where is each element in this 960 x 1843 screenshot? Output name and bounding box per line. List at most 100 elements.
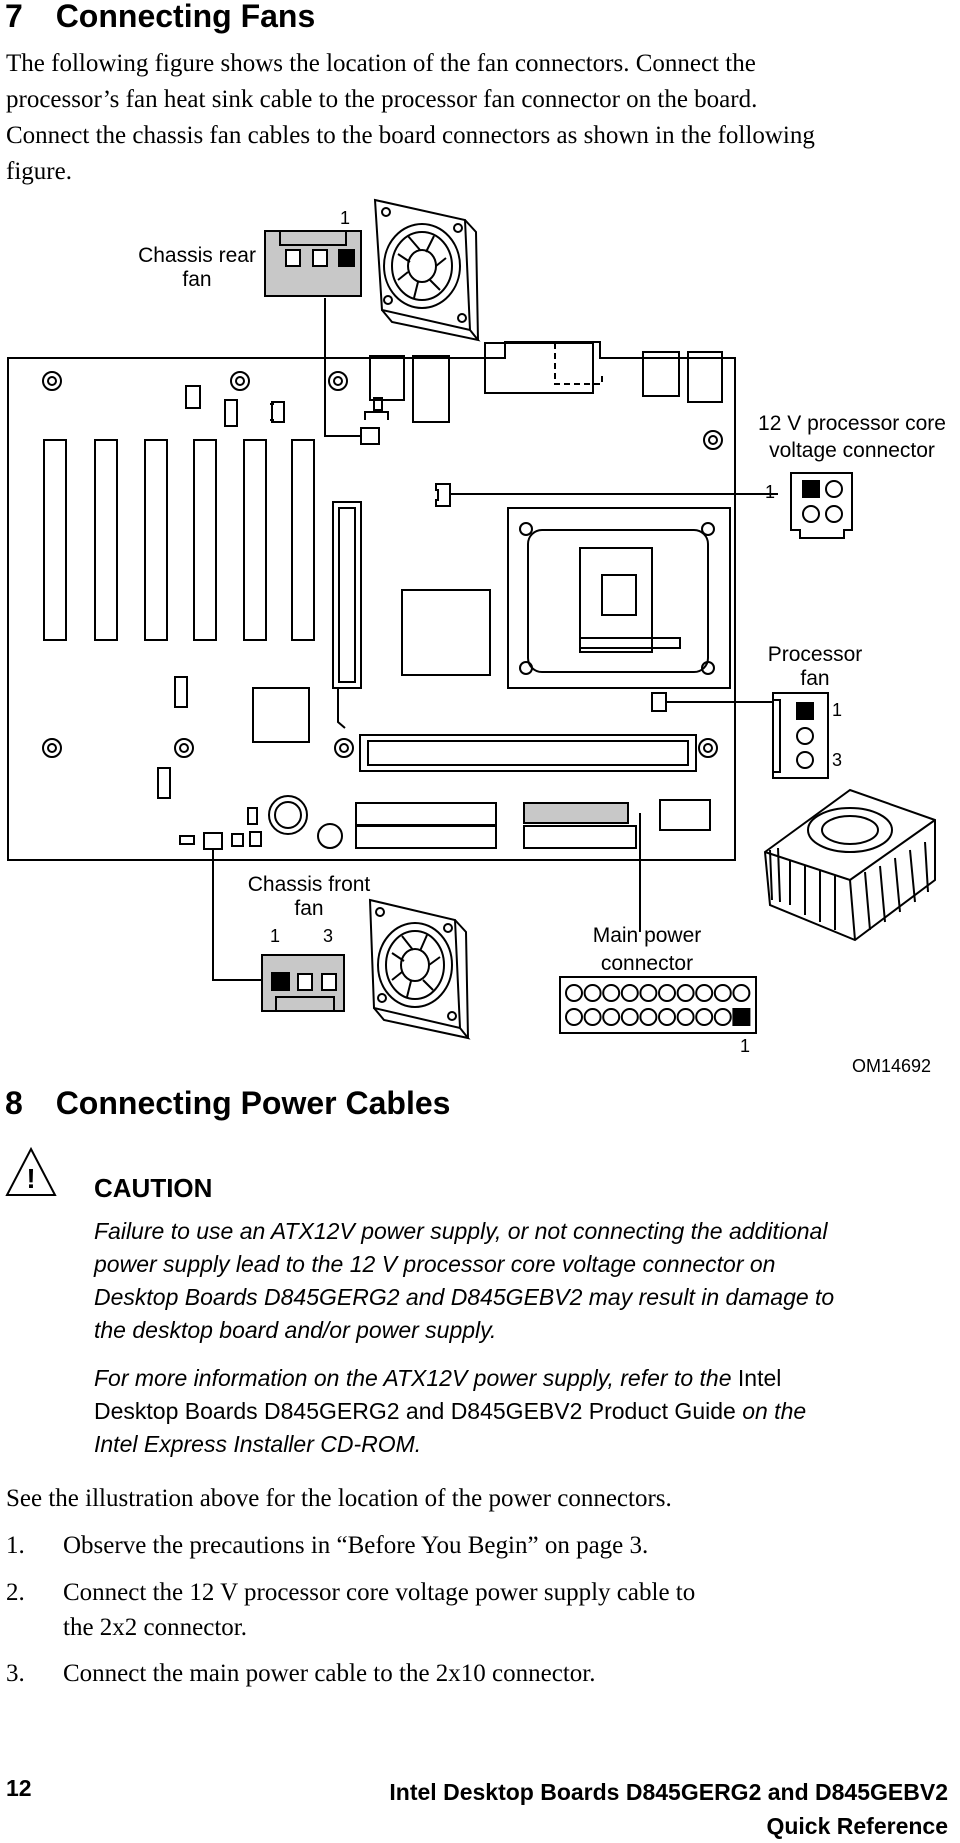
ide-connector: [355, 802, 497, 826]
step-item: 3. Connect the main power cable to the 2…: [0, 1656, 960, 1692]
power-pin: [732, 1008, 751, 1026]
northbridge: [401, 589, 491, 676]
caution-text: For more information on the ATX12V power…: [94, 1365, 738, 1391]
mounting-holes: [42, 371, 723, 758]
caution-line: the desktop board and/or power supply.: [94, 1317, 497, 1343]
step-text: Observe the precautions in “Before You B…: [63, 1532, 649, 1559]
footer-page-number: 12: [6, 1775, 32, 1801]
cpu-fan-label: Processor: [768, 643, 863, 666]
power-pin: [695, 1008, 714, 1026]
caution-text: on the: [735, 1398, 807, 1424]
front-fan-connector: [261, 954, 345, 1012]
step-number: 2.: [6, 1579, 25, 1606]
warning-icon: !: [5, 1146, 57, 1196]
caution-text-upright: Desktop Boards D845GERG2 and D845GEBV2 P…: [94, 1398, 736, 1424]
battery: [268, 795, 308, 835]
power-pin: [732, 984, 751, 1002]
power-pin: [583, 984, 602, 1002]
power-pin: [639, 1008, 658, 1026]
dimm-slot: [359, 734, 697, 772]
intro-line: processor’s fan heat sink cable to the p…: [6, 86, 758, 113]
rear-fan-drawing: [373, 198, 481, 342]
front-fan-label: Chassis front: [248, 873, 371, 896]
main-power-label: Main power: [593, 924, 702, 947]
power-pin: [713, 984, 732, 1002]
step-item: 2. Connect the 12 V processor core volta…: [0, 1575, 960, 1647]
section-8-heading: 8 Connecting Power Cables: [5, 1083, 450, 1123]
footer-title: Intel Desktop Boards D845GERG2 and D845G…: [389, 1775, 948, 1843]
front-fan-label: fan: [294, 897, 323, 920]
intro-line: Connect the chassis fan cables to the bo…: [6, 122, 815, 149]
heatsink-drawing: [763, 788, 936, 942]
figure-id: OM14692: [852, 1056, 931, 1076]
cpu-fan-connector: [772, 692, 829, 779]
main-power-connector: [559, 976, 757, 1034]
front-fan-drawing: [368, 898, 471, 1040]
caution-text-upright: Intel: [737, 1365, 782, 1391]
main-power-pin-label: 1: [740, 1036, 750, 1056]
pci-slots: [43, 439, 315, 641]
main-power-onboard: [523, 802, 629, 824]
cpu-power-connector: [790, 472, 853, 539]
section-7-title: Connecting Fans: [55, 0, 316, 34]
step-text-continued: the 2x2 connector.: [63, 1614, 247, 1641]
step-number: 1.: [6, 1532, 25, 1559]
power-pin: [658, 1008, 676, 1026]
processor-socket: [507, 507, 731, 689]
cpu-fan-label: fan: [800, 667, 829, 690]
section-8-number: 8: [5, 1085, 23, 1121]
main-power-pins: [565, 984, 751, 1026]
front-fan-pin-label: 3: [323, 926, 333, 946]
intro-line: figure.: [6, 158, 72, 185]
power-pin: [565, 1008, 583, 1026]
main-power-label: connector: [601, 952, 693, 975]
section-8-title: Connecting Power Cables: [55, 1085, 451, 1121]
cpu-power-label: voltage connector: [769, 439, 935, 462]
power-pin: [620, 1008, 639, 1026]
caution-line: Intel Express Installer CD-ROM.: [94, 1431, 422, 1457]
rear-fan-label: Chassis rear: [138, 244, 256, 267]
step-text: Connect the main power cable to the 2x10…: [63, 1660, 596, 1687]
fan-connector-diagram: Chassis rear fan 1 12 V processor core v…: [7, 198, 946, 1076]
power-pin: [639, 984, 658, 1002]
board-outline: [7, 341, 736, 861]
power-pin: [658, 984, 676, 1002]
caution-line: For more information on the ATX12V power…: [94, 1362, 806, 1395]
back-panel-io: [364, 342, 723, 423]
power-pin: [713, 1008, 732, 1026]
intro-line: The following figure shows the location …: [6, 50, 756, 77]
power-pin: [676, 1008, 695, 1026]
power-pin: [620, 984, 639, 1002]
caution-line: Failure to use an ATX12V power supply, o…: [94, 1218, 828, 1244]
caution-heading: CAUTION: [94, 1173, 213, 1203]
cpu-fan-header: [651, 692, 667, 712]
rear-fan-pin-label: 1: [340, 208, 350, 228]
section-7-heading: 7 Connecting Fans: [5, 0, 315, 36]
cpu-fan-pin-label: 1: [832, 700, 842, 720]
section-7-intro: The following figure shows the location …: [6, 46, 815, 190]
ide-connector: [355, 825, 497, 849]
caution-line: power supply lead to the 12 V processor …: [94, 1251, 776, 1277]
step-number: 3.: [6, 1660, 25, 1687]
cpu-power-pin-label: 1: [765, 482, 775, 502]
cpu-fan-pin-label: 3: [832, 750, 842, 770]
rear-fan-header: [360, 427, 380, 445]
caution-paragraph-1: Failure to use an ATX12V power supply, o…: [94, 1215, 834, 1347]
footer-title-line: Quick Reference: [766, 1813, 948, 1839]
leader-lines: [212, 298, 778, 981]
caution-line: Desktop Boards D845GERG2 and D845GEBV2 m…: [94, 1284, 835, 1310]
caution-line: Desktop Boards D845GERG2 and D845GEBV2 P…: [94, 1395, 806, 1428]
power-pin: [565, 984, 583, 1002]
cpu-power-label: 12 V processor core: [758, 412, 946, 435]
power-pin: [602, 1008, 621, 1026]
step-text: Connect the 12 V processor core voltage …: [63, 1579, 696, 1606]
power-pin: [676, 984, 695, 1002]
step-item: 1. Observe the precautions in “Before Yo…: [0, 1528, 960, 1564]
power-pin: [602, 984, 621, 1002]
front-fan-pin-label: 1: [270, 926, 280, 946]
warning-icon-symbol: !: [26, 1163, 35, 1194]
power-pin: [695, 984, 714, 1002]
section-7-number: 7: [5, 0, 23, 34]
rear-fan-label: fan: [182, 268, 211, 291]
cpu-power-header: [435, 483, 451, 507]
